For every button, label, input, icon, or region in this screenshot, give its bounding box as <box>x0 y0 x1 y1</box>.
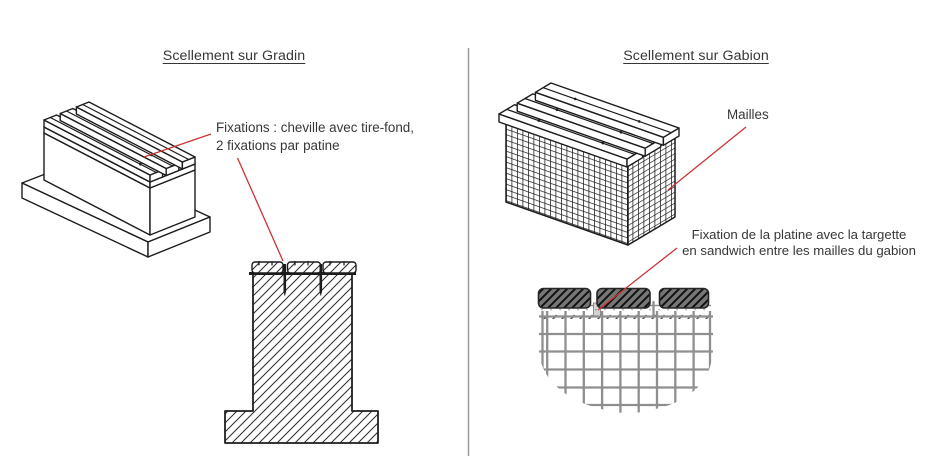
leader-platine-to-detail <box>597 247 678 311</box>
leader-mailles-to-mesh <box>667 126 747 191</box>
detail-dark-planks <box>537 287 710 309</box>
gabion-isometric-view <box>498 82 680 246</box>
fixation-screw-mark <box>139 162 142 166</box>
detail-hatch-strip <box>541 309 711 319</box>
leader-lines <box>143 126 747 311</box>
detail-wire-mesh <box>539 311 713 413</box>
gradin-fixation-note-line1: Fixations : cheville avec tire-fond, <box>216 120 414 135</box>
right-title: Scellement sur Gabion <box>623 48 769 64</box>
section-planks <box>251 260 357 274</box>
left-title: Scellement sur Gradin <box>162 48 306 64</box>
gabion-fixation-note-line1: Fixation de la platine avec la targette <box>691 227 907 242</box>
gradin-fixation-note-line2: 2 fixations par patine <box>216 137 340 153</box>
leader-fixations-to-block <box>143 133 212 158</box>
gradin-isometric-view <box>21 101 211 258</box>
gradin-section-view <box>224 260 379 444</box>
gabion-fixation-note-line2: en sandwich entre les mailles du gabion <box>682 243 916 258</box>
gradin-fixation-note: Fixations : cheville avec tire-fond, 2 f… <box>216 119 414 154</box>
gabion-section-view <box>537 287 713 413</box>
gabion-mesh-basket <box>505 121 676 246</box>
gabion-planks <box>498 82 680 168</box>
mailles-label: Mailles <box>727 107 769 122</box>
section-concrete-outline <box>224 273 379 444</box>
section-screws <box>283 264 323 297</box>
leader-fixations-to-section <box>236 157 284 262</box>
gabion-fixation-note: Fixation de la platine avec la targette … <box>663 227 935 259</box>
